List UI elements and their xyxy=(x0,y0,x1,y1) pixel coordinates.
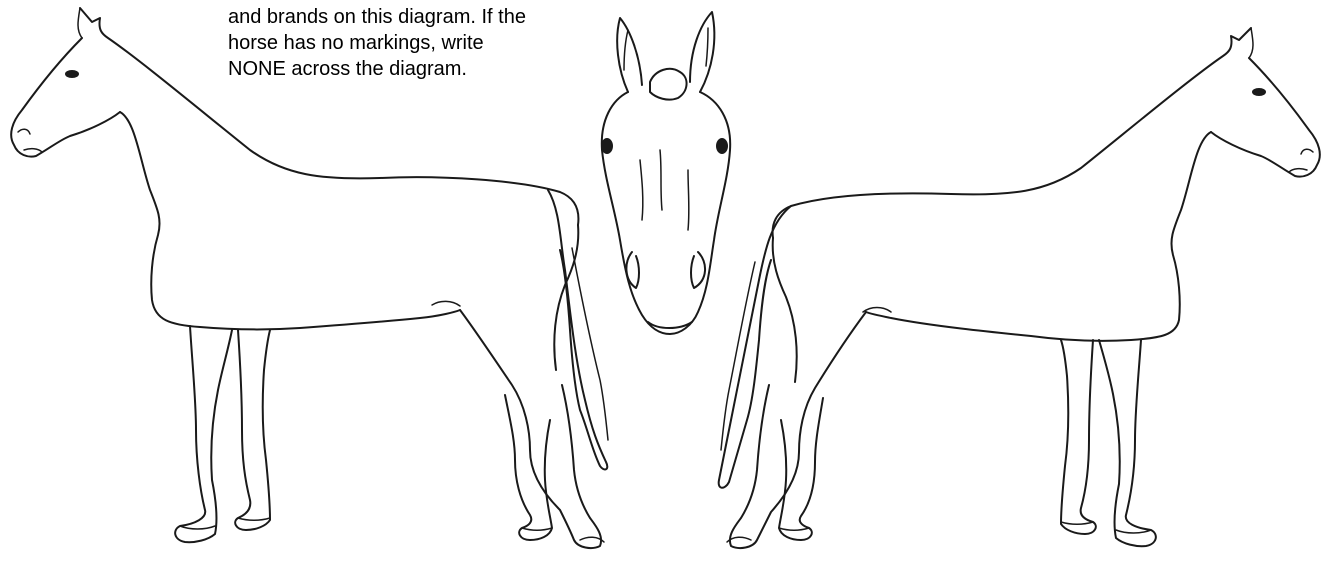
right-horse-hindquarter xyxy=(773,238,797,382)
left-horse-mouth xyxy=(24,149,42,152)
right-horse-body-outline xyxy=(773,28,1251,238)
left-horse-tail-inner xyxy=(572,248,608,440)
left-horse-face xyxy=(11,38,120,157)
head-right-ear xyxy=(690,12,714,92)
left-horse-body-outline xyxy=(80,8,578,225)
right-horse-back-hoof-far xyxy=(779,528,809,530)
head-left-ear xyxy=(617,18,642,92)
right-horse-throat xyxy=(866,132,1211,341)
head-face-line-left xyxy=(640,160,643,220)
right-horse-eye-icon xyxy=(1252,88,1266,96)
left-horse-front-hoof-near xyxy=(180,526,215,529)
horse-right-side-view[interactable] xyxy=(719,28,1320,548)
left-horse-front-leg-far xyxy=(235,330,270,530)
head-forelock xyxy=(650,69,687,100)
left-horse-throat xyxy=(120,112,460,329)
right-horse-back-leg-near xyxy=(730,312,866,548)
head-left-ear-inner xyxy=(624,30,628,70)
head-face-line-center xyxy=(660,150,662,210)
horse-head-front-view[interactable] xyxy=(601,12,730,334)
right-horse-front-leg-far xyxy=(1061,340,1096,534)
head-outline xyxy=(602,92,730,334)
head-right-eye-icon xyxy=(716,138,728,154)
left-horse-back-leg-near xyxy=(460,310,601,548)
right-horse-mouth xyxy=(1289,169,1307,172)
right-horse-front-hoof-far xyxy=(1061,522,1093,524)
left-horse-front-hoof-far xyxy=(238,518,270,520)
left-horse-back-leg-far xyxy=(505,395,552,540)
left-horse-elbow xyxy=(432,301,460,306)
left-horse-ear xyxy=(78,8,82,38)
right-horse-nostril xyxy=(1301,149,1313,154)
head-right-nostril xyxy=(691,252,705,288)
head-face-line-right xyxy=(688,170,689,230)
right-horse-front-hoof-near xyxy=(1116,530,1151,533)
right-horse-back-leg-far xyxy=(779,398,823,540)
right-horse-elbow xyxy=(863,308,891,313)
right-horse-tail xyxy=(719,206,791,488)
left-horse-back-hoof-far xyxy=(522,528,552,530)
right-horse-front-leg-near xyxy=(1099,340,1156,546)
right-horse-face xyxy=(1211,58,1320,177)
horse-left-side-view[interactable] xyxy=(11,8,608,548)
head-right-ear-inner xyxy=(706,28,708,66)
left-horse-eye-icon xyxy=(65,70,79,78)
left-horse-nostril xyxy=(18,129,30,134)
right-horse-ear xyxy=(1249,28,1253,58)
head-left-eye-icon xyxy=(601,138,613,154)
right-horse-tail-inner xyxy=(721,262,755,450)
left-horse-front-leg-near xyxy=(175,326,232,542)
